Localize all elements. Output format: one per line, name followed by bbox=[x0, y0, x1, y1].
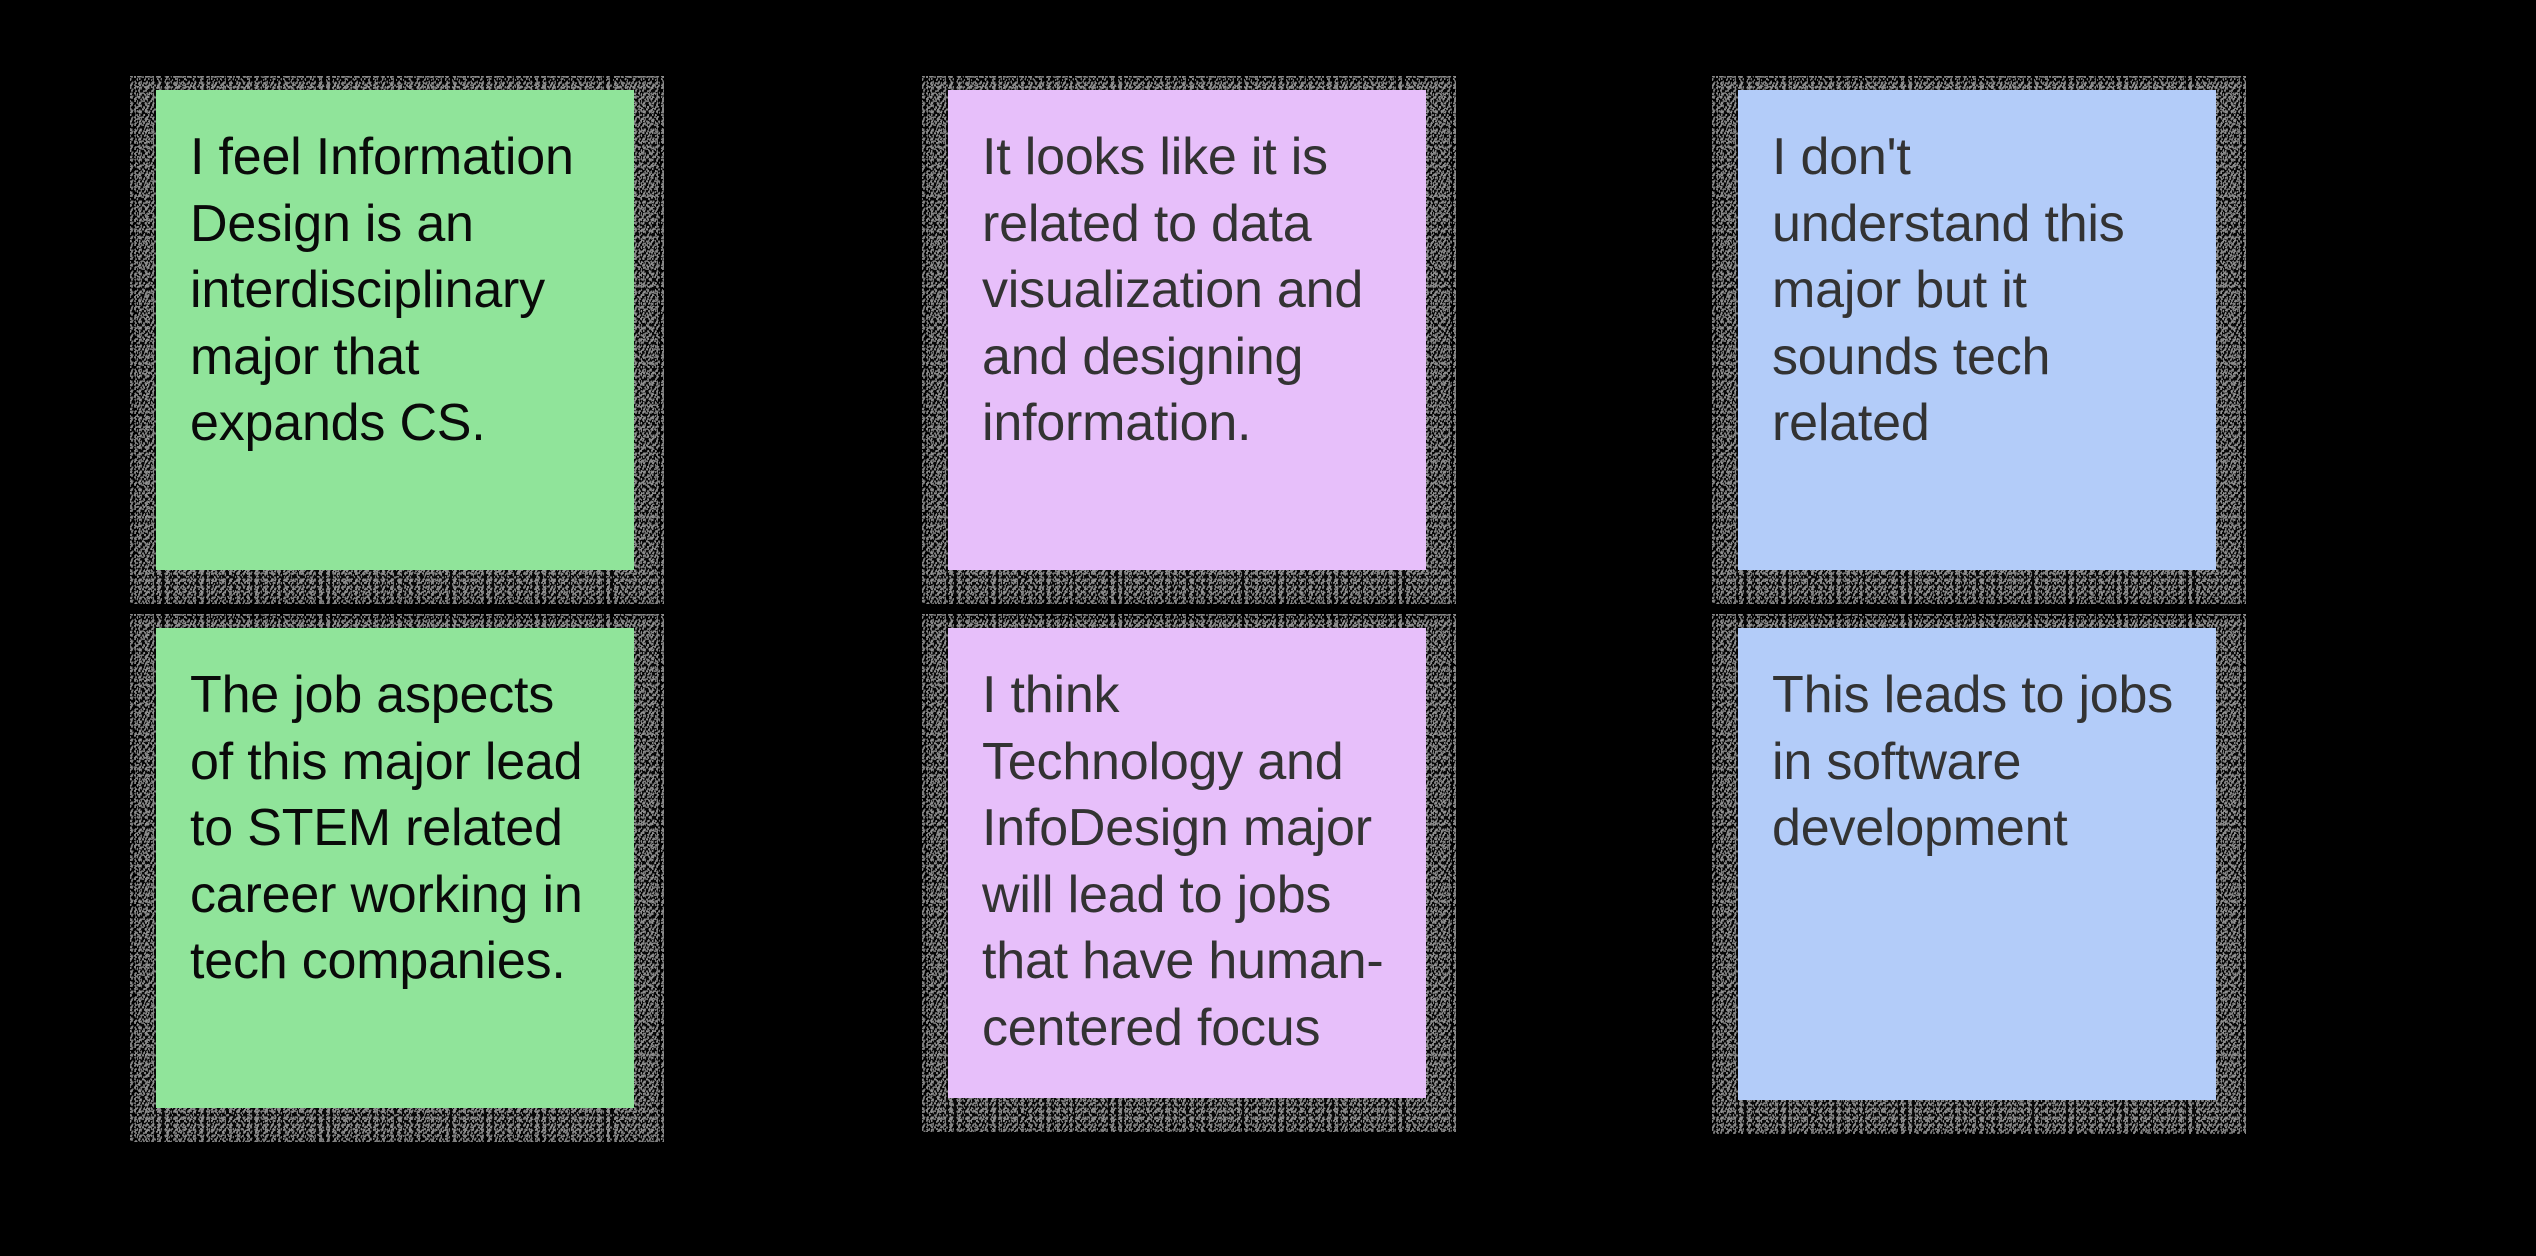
note-surface[interactable]: The job aspects of this major lead to ST… bbox=[156, 628, 634, 1108]
note-text: It looks like it is related to data visu… bbox=[982, 128, 1364, 453]
note-text: I think Technology and InfoDesign major … bbox=[982, 666, 1384, 1057]
note-surface[interactable]: I feel Information Design is an interdis… bbox=[156, 90, 634, 570]
note-surface[interactable]: It looks like it is related to data visu… bbox=[948, 90, 1426, 570]
note-surface[interactable]: I don't understand this major but it sou… bbox=[1738, 90, 2216, 570]
note-text: This leads to jobs in software developme… bbox=[1772, 666, 2174, 858]
sticky-note-green-1[interactable]: I feel Information Design is an interdis… bbox=[130, 76, 664, 604]
sticky-note-green-2[interactable]: The job aspects of this major lead to ST… bbox=[130, 614, 664, 1142]
sticky-note-blue-1[interactable]: I don't understand this major but it sou… bbox=[1712, 76, 2246, 604]
note-text: The job aspects of this major lead to ST… bbox=[190, 666, 583, 991]
sticky-note-purple-1[interactable]: It looks like it is related to data visu… bbox=[922, 76, 1456, 604]
sticky-note-blue-2[interactable]: This leads to jobs in software developme… bbox=[1712, 614, 2246, 1134]
note-text: I feel Information Design is an interdis… bbox=[190, 128, 574, 453]
sticky-note-purple-2[interactable]: I think Technology and InfoDesign major … bbox=[922, 614, 1456, 1132]
note-text: I don't understand this major but it sou… bbox=[1772, 128, 2125, 453]
note-surface[interactable]: This leads to jobs in software developme… bbox=[1738, 628, 2216, 1100]
note-surface[interactable]: I think Technology and InfoDesign major … bbox=[948, 628, 1426, 1098]
